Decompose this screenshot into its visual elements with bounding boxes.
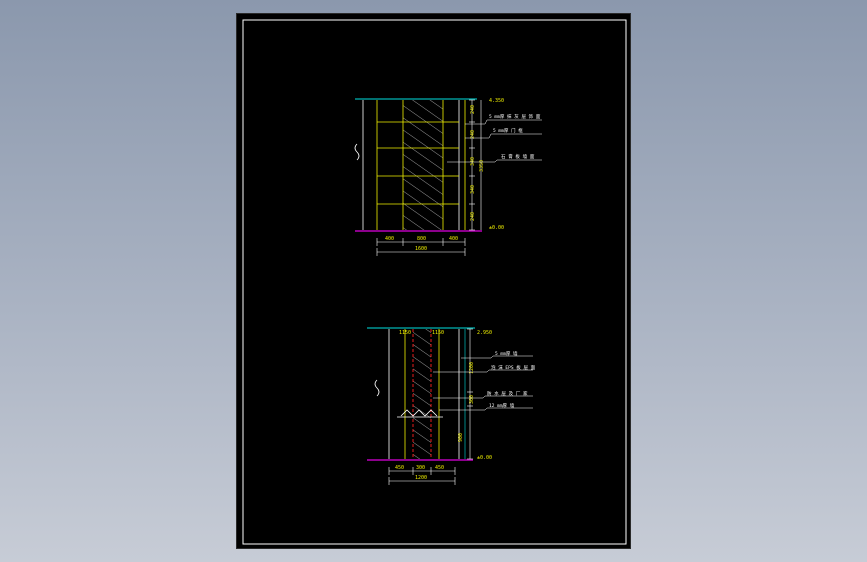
d2-core-hatch [413,329,431,459]
d2-bottom-dim-1: 450 [395,465,404,471]
d1-bottom-total: 1600 [415,246,427,252]
d2-right-dim-lines [467,328,473,460]
d1-bottom-dim-3: 400 [449,236,458,242]
d2-label-2: 泡 沫 EPS 板 层 面 [491,364,536,371]
d2-right-dim-2: 300 [469,395,475,404]
drawing-sheet: 240 240 340 340 240 3350 4.350 ±0.00 5 m… [236,13,631,549]
d1-label-2: 5 mm厚 门 框 [493,127,523,134]
d2-label-3: 防 水 层 及 厂 家 [487,390,528,397]
d1-label-3: 石 膏 板 墙 面 [501,153,535,160]
detail-2: 1150 1150 1200 300 900 2.950 ±0.00 5 mm厚… [367,327,536,485]
d1-bottom-dim-1: 400 [385,236,394,242]
d2-label-1: 5 mm厚 墙 [495,350,518,357]
sheet-border [242,19,627,545]
d1-core-hatch [403,100,443,230]
d2-leaders [433,355,533,411]
d1-leaders [447,119,542,163]
cad-drawing: 240 240 340 340 240 3350 4.350 ±0.00 5 m… [242,19,627,545]
d1-left-dim-5: 240 [470,212,476,221]
d1-break-symbol [354,143,360,161]
d2-top-dim-1: 1150 [399,330,411,336]
d2-bottom-dim-3: 450 [435,465,444,471]
d1-elev-bottom: ±0.00 [489,225,504,231]
d1-left-dim-1: 240 [470,105,476,114]
d1-left-dim-4: 340 [470,185,476,194]
d2-connector [400,409,438,417]
detail-1: 240 240 340 340 240 3350 4.350 ±0.00 5 m… [354,98,542,256]
d1-bottom-dim-lines [376,238,466,256]
d1-left-dim-2: 240 [470,130,476,139]
d2-bottom-dim-2: 300 [416,465,425,471]
d2-bottom-total: 1200 [415,475,427,481]
d2-right-dim-3: 900 [458,433,464,442]
d1-joints [377,121,459,205]
d1-label-1: 5 mm厚 抹 灰 层 饰 面 [489,113,541,120]
d1-bottom-dim-2: 800 [417,236,426,242]
d2-elev-top: 2.950 [477,330,492,336]
d2-bottom-dim-lines [388,467,456,485]
d2-elev-bottom: ±0.00 [477,455,492,461]
d2-top-dim-2: 1150 [432,330,444,336]
d2-label-4: 12 mm厚 墙 [489,402,515,409]
d2-break-symbol [374,379,380,397]
d1-right-dim-total: 3350 [479,160,485,172]
d1-elev-top: 4.350 [489,98,504,104]
d1-right-dim-lines [469,99,482,231]
d2-right-dim-1: 1200 [469,362,475,374]
d1-left-dim-3: 340 [470,157,476,166]
